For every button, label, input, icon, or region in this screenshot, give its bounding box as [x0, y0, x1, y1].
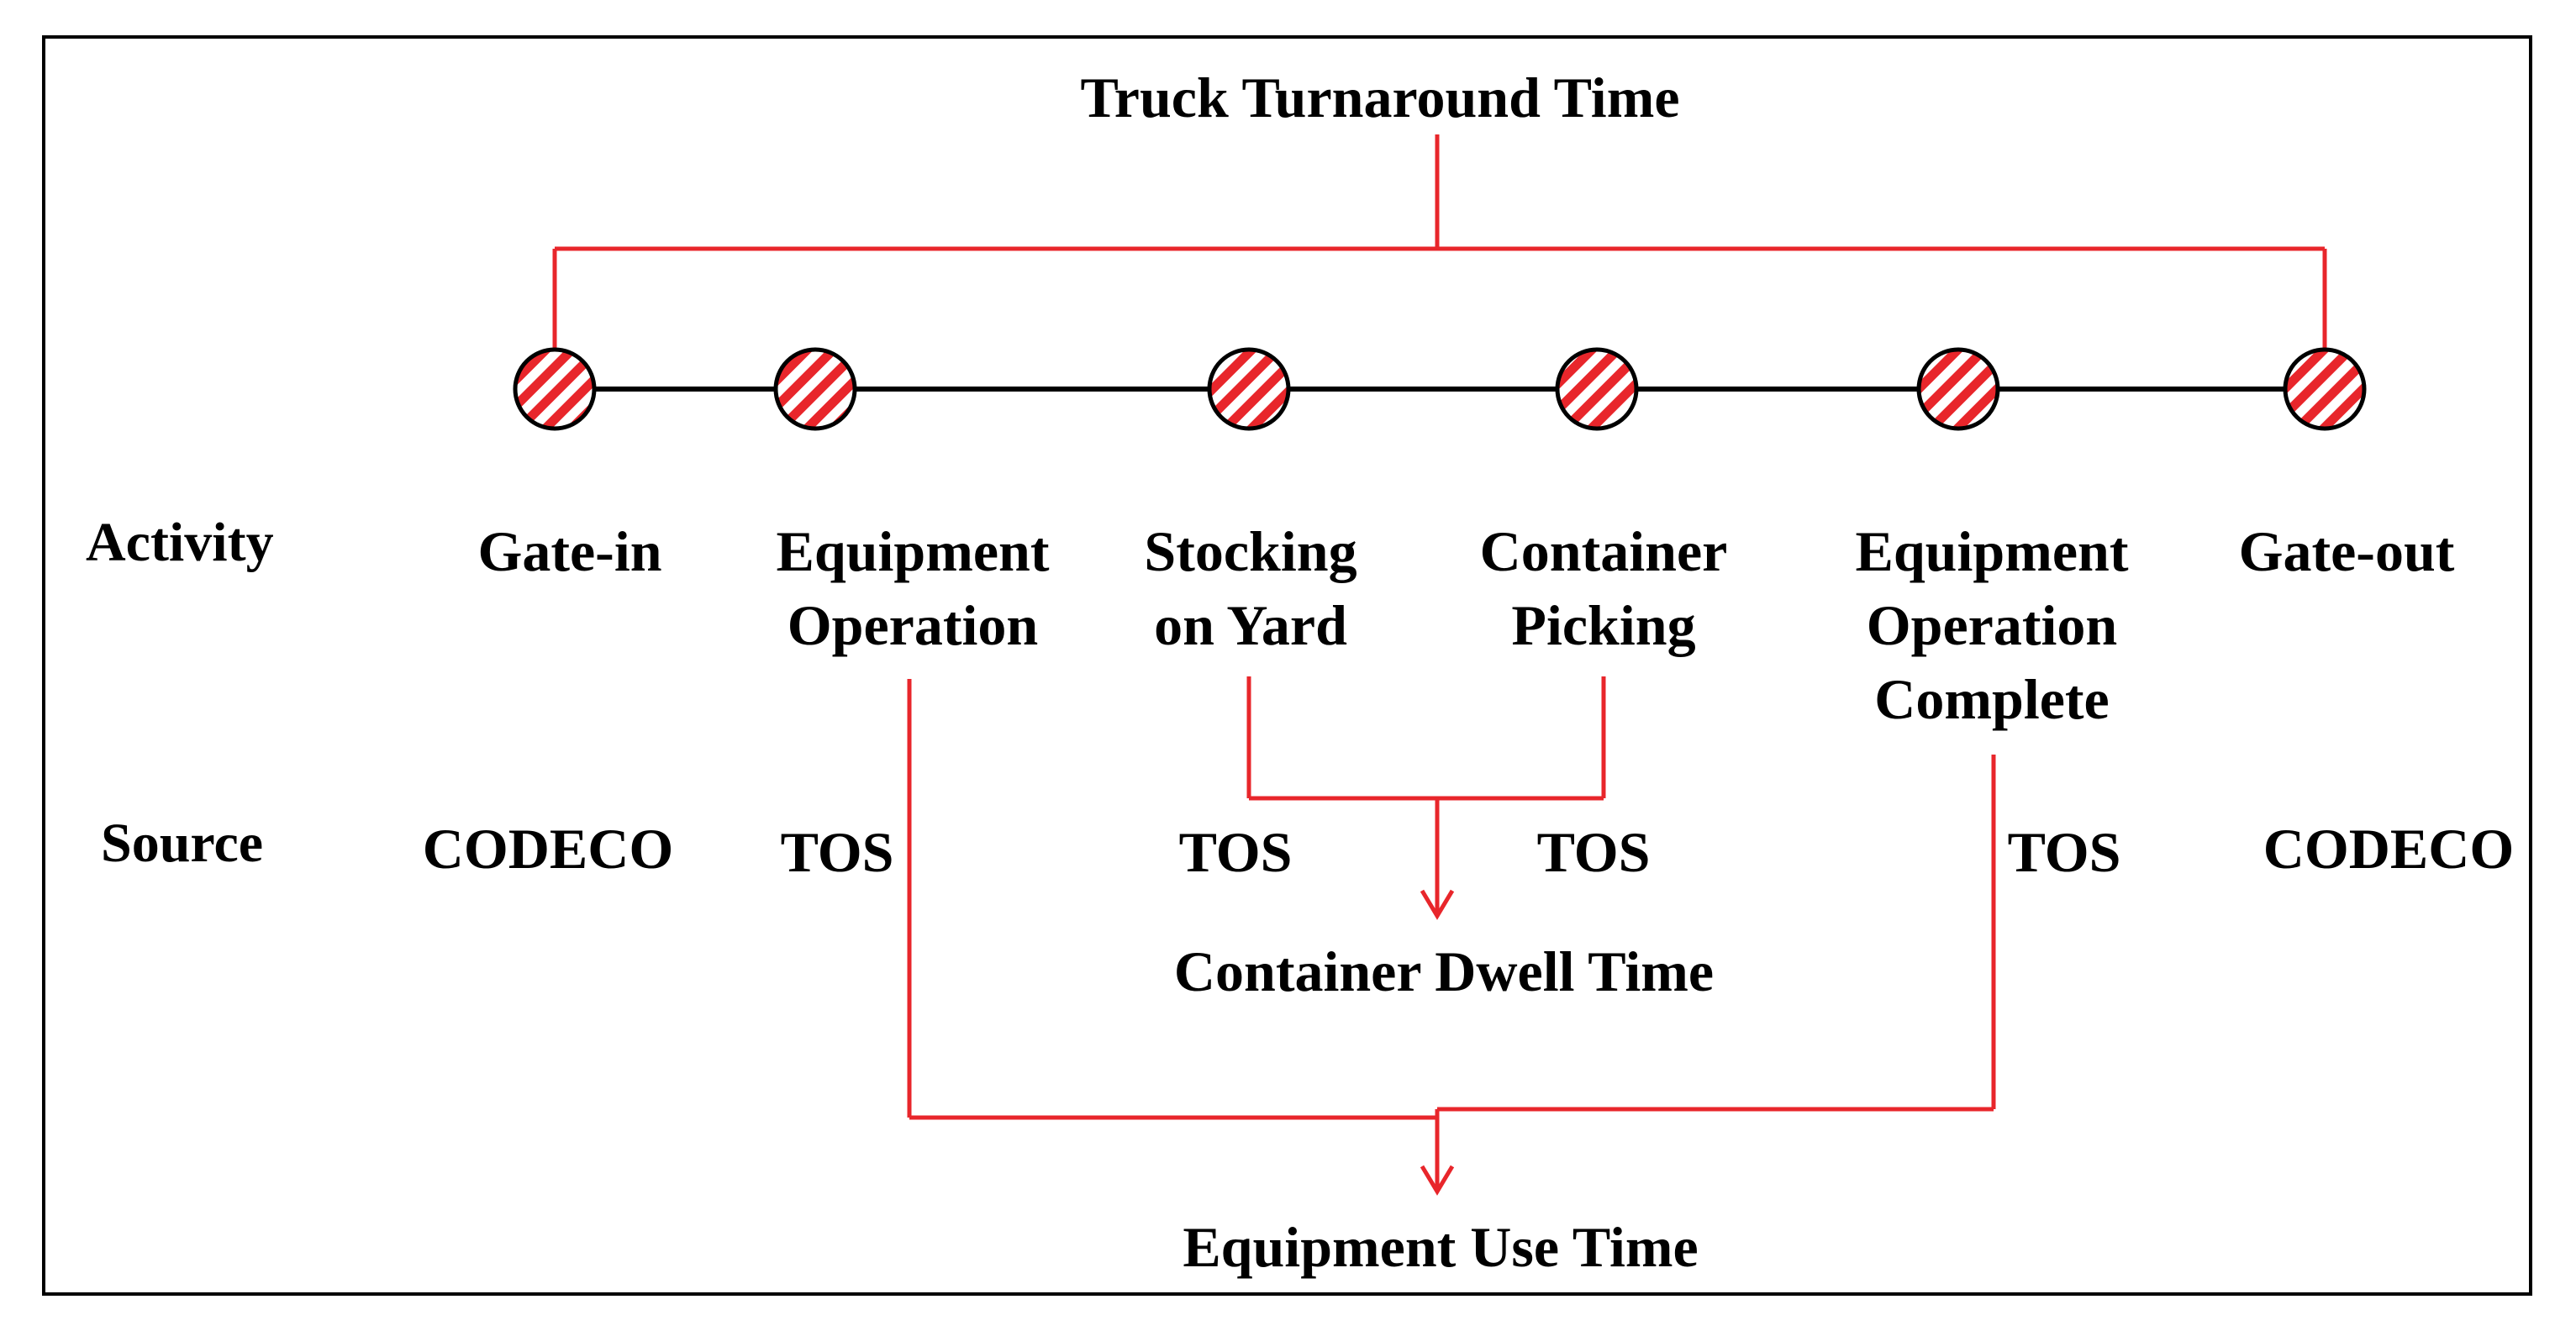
diagram-frame — [42, 35, 2532, 1296]
activity-gate-in: Gate-in — [477, 519, 662, 583]
activity-container-picking: Container Picking — [1479, 519, 1728, 657]
activity-equipment-operation-complete: Equipment Operation Complete — [1855, 519, 2129, 731]
activity-equipment-operation: Equipment Operation — [776, 519, 1050, 657]
row-label-source: Source — [101, 813, 264, 874]
node-gate-in — [513, 347, 597, 431]
node-container-picking — [1555, 347, 1639, 431]
source-gate-out: CODECO — [2263, 817, 2515, 881]
row-label-activity: Activity — [86, 512, 274, 573]
metric-container-dwell-time: Container Dwell Time — [1173, 939, 1715, 1003]
source-container-picking: TOS — [1536, 820, 1651, 884]
activity-stocking-on-yard: Stocking on Yard — [1144, 519, 1357, 657]
node-equipment-operation — [773, 347, 857, 431]
source-equipment-operation-complete: TOS — [2007, 820, 2121, 884]
timeline-nodes — [513, 347, 2367, 431]
node-stocking-on-yard — [1207, 347, 1291, 431]
metric-equipment-use-time: Equipment Use Time — [1183, 1215, 1699, 1279]
turnaround-bracket — [552, 134, 2327, 350]
source-stocking-on-yard: TOS — [1178, 820, 1293, 884]
source-gate-in: CODECO — [422, 817, 674, 881]
node-equipment-operation-complete — [1916, 347, 2000, 431]
equipment-use-connector — [907, 679, 1996, 1196]
node-gate-out — [2283, 347, 2367, 431]
diagram-title: Truck Turnaround Time — [1080, 66, 1680, 129]
source-equipment-operation: TOS — [780, 820, 894, 884]
activity-gate-out: Gate-out — [2238, 519, 2455, 583]
dwell-connector — [1246, 676, 1606, 920]
